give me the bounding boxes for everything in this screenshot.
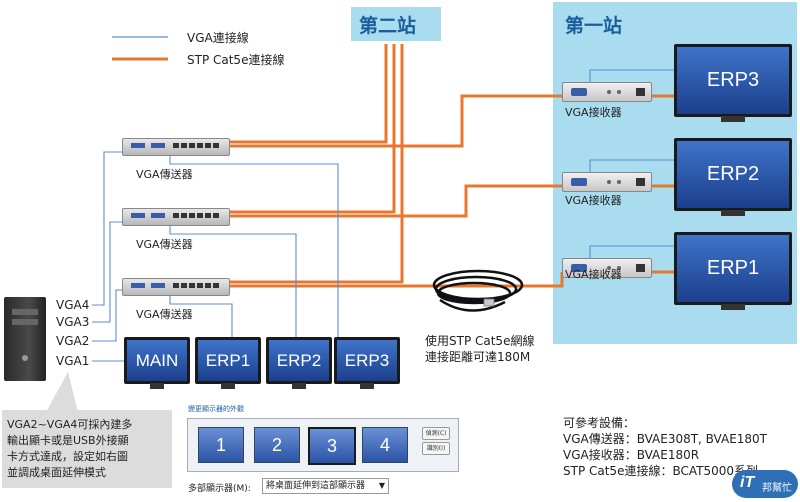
- models-line-4: STP Cat5e連接線：BCAT5000系列: [563, 464, 759, 478]
- receiver-label-erp3: VGA接收器: [565, 106, 622, 119]
- transmitter-label-3: VGA傳送器: [136, 308, 193, 321]
- legend-stp-label: STP Cat5e連接線: [187, 53, 285, 67]
- display-thumb-3[interactable]: 3: [308, 427, 356, 465]
- callout-line-2: 輸出顯卡或是USB外接顯: [7, 434, 129, 447]
- cable-note-line-2: 連接距離可達180M: [425, 350, 531, 364]
- receiver-label-erp2: VGA接收器: [565, 194, 622, 207]
- local-screen-erp3: ERP3: [337, 340, 397, 381]
- remote-monitor-erp2: ERP2: [674, 138, 792, 216]
- remote-monitor-erp1: ERP1: [674, 232, 792, 310]
- ithome-logo: iT 邦幫忙: [732, 470, 798, 498]
- legend-vga-label: VGA連接線: [187, 31, 249, 45]
- vga-tx1-local-erp3: [169, 156, 339, 340]
- local-monitor-erp3: ERP3: [334, 337, 400, 389]
- station2-title: 第二站: [359, 15, 417, 37]
- callout-line-1: VGA2~VGA4可採內建多: [7, 418, 133, 431]
- local-monitor-erp2: ERP2: [266, 337, 332, 389]
- stp-tx1-rx3: [228, 94, 562, 148]
- transmitter-label-2: VGA傳送器: [136, 238, 193, 251]
- local-screen-erp2: ERP2: [269, 340, 329, 381]
- station1-title: 第一站: [565, 15, 623, 37]
- vga-transmitter-3: [122, 278, 230, 296]
- remote-screen-erp1: ERP1: [677, 235, 789, 302]
- vga-transmitter-1: [122, 138, 230, 156]
- local-monitor-erp1: ERP1: [195, 337, 261, 389]
- cable-plug: [483, 298, 495, 307]
- vga-transmitter-2: [122, 208, 230, 226]
- multi-display-select[interactable]: 將桌面延伸到這部顯示器 ▼: [262, 478, 389, 494]
- display-dialog: 1 2 3 4 偵測(C) 識別(I): [187, 418, 459, 472]
- models-line-1: 可參考設備：: [563, 416, 636, 430]
- callout-box: [2, 410, 172, 488]
- multi-display-value: 將桌面延伸到這部顯示器: [266, 481, 366, 491]
- vga-pc-vga4: [92, 151, 128, 306]
- pc-tower: [4, 297, 46, 381]
- chevron-down-icon: ▼: [378, 481, 385, 490]
- callout-line-3: 卡方式達成，設定如右圖: [7, 450, 128, 463]
- remote-screen-erp2: ERP2: [677, 141, 789, 208]
- stp-tx3-station2: [228, 44, 404, 284]
- stp-tx2-rx2: [228, 184, 562, 218]
- stp-tx2-station2: [228, 44, 396, 214]
- display-thumb-2[interactable]: 2: [254, 427, 300, 463]
- vga-rx3-erp3: [589, 69, 674, 82]
- cable-note-line-1: 使用STP Cat5e網線: [425, 334, 535, 348]
- vga-rx1-erp1: [589, 245, 674, 258]
- models-line-3: VGA接收器：BVAE180R: [563, 448, 700, 462]
- remote-monitor-erp3: ERP3: [674, 44, 792, 122]
- vga-port-label-4: VGA4: [56, 298, 90, 312]
- transmitter-label-1: VGA傳送器: [136, 168, 193, 181]
- callout-pointer: [46, 372, 78, 412]
- local-screen-main: MAIN: [127, 340, 187, 381]
- vga-pc-vga3: [92, 221, 128, 323]
- vga-tx2-local-erp2: [169, 226, 297, 340]
- local-screen-erp1: ERP1: [198, 340, 258, 381]
- vga-receiver-erp1: [562, 258, 652, 278]
- display-dialog-title: 變更顯示器的外觀: [188, 405, 244, 413]
- models-line-2: VGA傳送器：BVAE308T, BVAE180T: [563, 432, 768, 446]
- vga-port-label-2: VGA2: [56, 334, 90, 348]
- display-thumb-4[interactable]: 4: [362, 427, 408, 463]
- remote-screen-erp3: ERP3: [677, 47, 789, 114]
- vga-tx3-local-erp1: [169, 296, 233, 340]
- vga-receiver-erp2: [562, 172, 652, 192]
- display-thumb-1[interactable]: 1: [198, 427, 244, 463]
- local-monitor-main: MAIN: [124, 337, 190, 389]
- receiver-label-erp1: VGA接收器: [565, 268, 622, 281]
- callout-line-4: 並調成桌面延伸模式: [7, 466, 106, 479]
- vga-receiver-erp3: [562, 82, 652, 102]
- cable-coil-image: [432, 269, 524, 312]
- vga-port-label-3: VGA3: [56, 315, 90, 329]
- detect-button[interactable]: 偵測(C): [422, 427, 450, 440]
- identify-button[interactable]: 識別(I): [422, 442, 450, 455]
- stp-tx1-station2: [228, 44, 388, 144]
- multi-display-label: 多部顯示器(M):: [188, 484, 251, 494]
- vga-rx2-erp2: [589, 159, 674, 172]
- vga-port-label-1: VGA1: [56, 354, 90, 368]
- station2-zone: [351, 7, 441, 41]
